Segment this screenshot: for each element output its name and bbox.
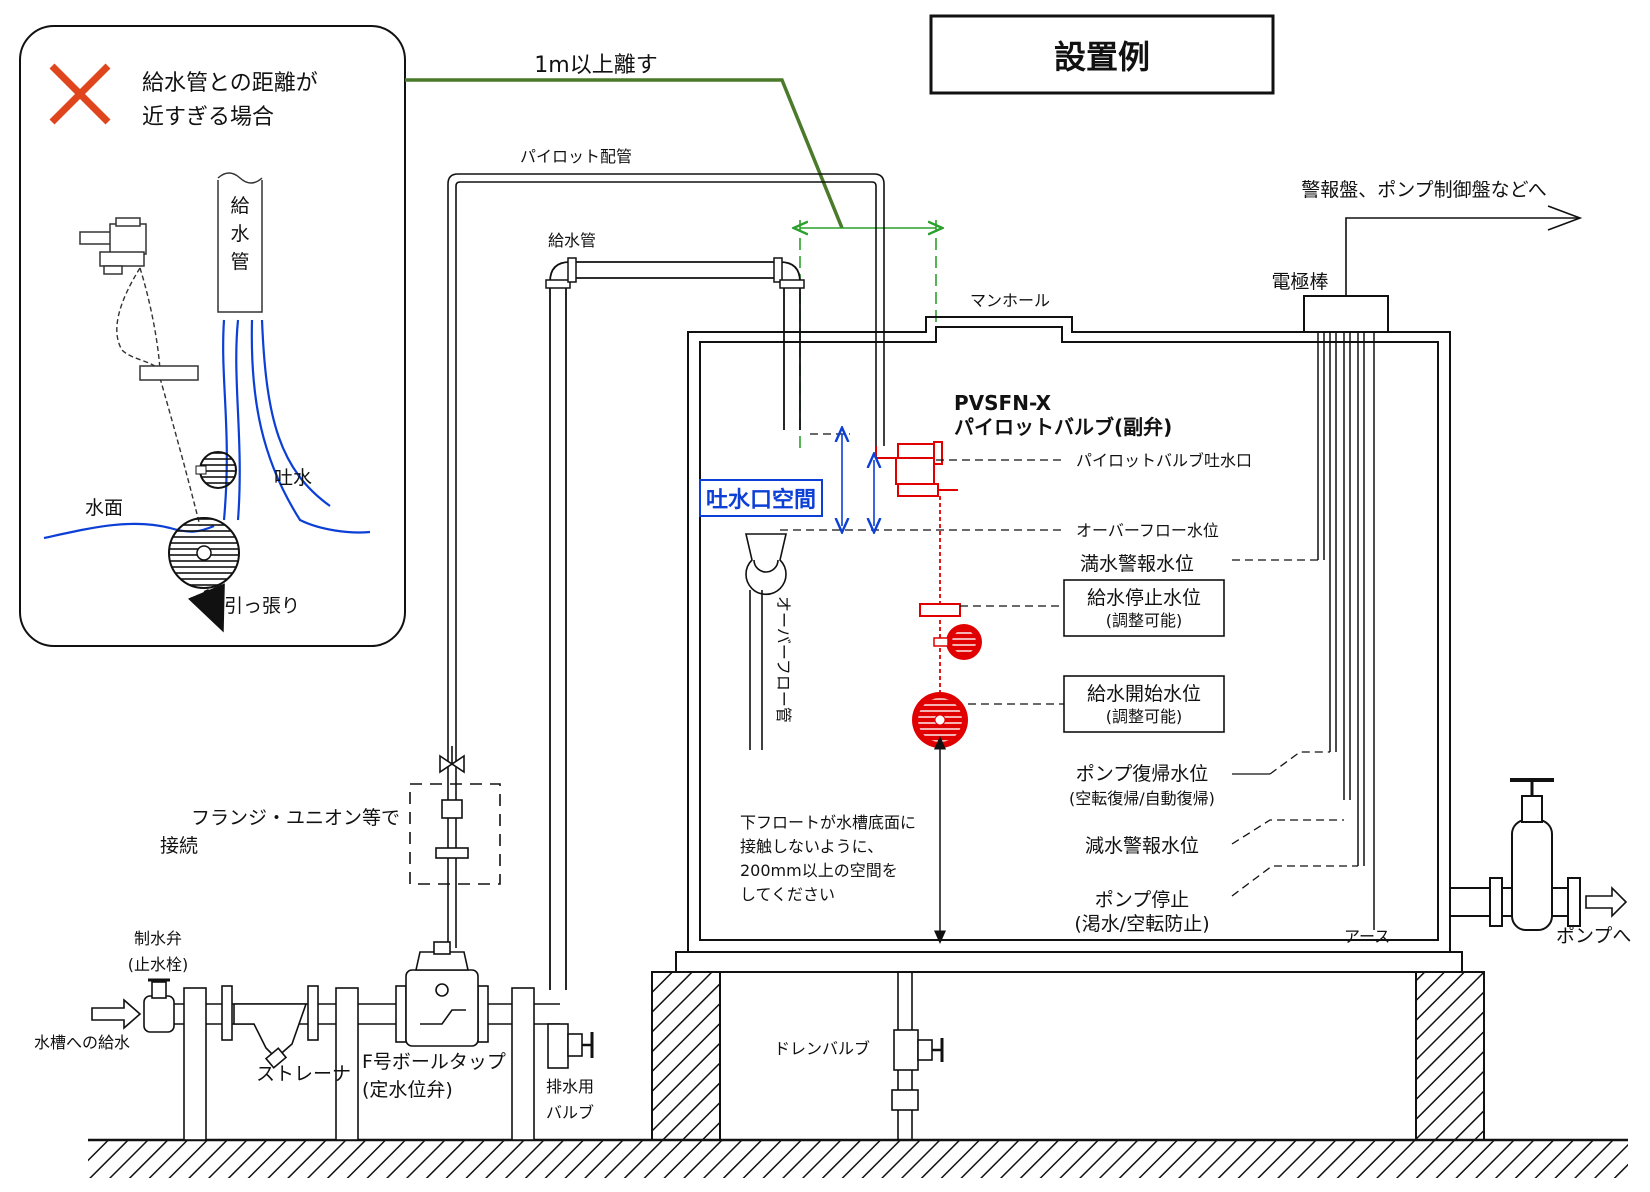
start-level-box: 給水開始水位 (調整可能) bbox=[1063, 675, 1225, 733]
inset-water-surface-label: 水面 bbox=[85, 497, 123, 519]
inset-pipe-char-2: 水 bbox=[230, 223, 249, 245]
wrong-heading-2: 近すぎる場合 bbox=[142, 105, 274, 130]
drain-valve-label-2: バルブ bbox=[546, 1103, 594, 1122]
tank-supply-label: 水槽への給水 bbox=[34, 1033, 130, 1052]
inset-pipe-char-1: 給 bbox=[230, 195, 249, 217]
float-note-3: 200mm以上の空間を bbox=[740, 861, 898, 880]
drain-valve-label: ドレンバルブ bbox=[774, 1039, 870, 1058]
pilot-valve-model: PVSFN-X bbox=[954, 391, 1052, 415]
pilot-piping-label: パイロット配管 bbox=[520, 147, 632, 166]
level-lines bbox=[780, 433, 1358, 897]
gate-valve-label-2: (止水栓) bbox=[128, 955, 189, 974]
ground bbox=[88, 1138, 1628, 1178]
inset-pull-label: 引っ張り bbox=[224, 595, 300, 617]
pilot-valve-name: パイロットバルブ(副弁) bbox=[954, 415, 1172, 439]
start-level-sub: (調整可能) bbox=[1106, 707, 1183, 726]
wrong-example-panel: 給水管との距離が 近すぎる場合 給 水 管 吐水 水面 bbox=[19, 25, 406, 647]
inset-small-float-icon bbox=[195, 451, 237, 489]
tank-base bbox=[651, 951, 1485, 1141]
float-note-4: してください bbox=[740, 885, 835, 904]
ball-tap-icon bbox=[395, 941, 489, 1047]
full-alarm-label: 満水警報水位 bbox=[1080, 553, 1194, 575]
earth-label: アース bbox=[1344, 927, 1390, 946]
pump-stop-label: ポンプ停止 bbox=[1095, 889, 1189, 911]
pilot-outlet-label: パイロットバルブ吐水口 bbox=[1076, 451, 1252, 470]
header-supports bbox=[183, 987, 535, 1141]
flange-note-2: 接続 bbox=[160, 835, 198, 857]
tank-drain bbox=[891, 972, 944, 1140]
inset-pipe-char-3: 管 bbox=[230, 251, 249, 273]
supply-pipe-label: 給水管 bbox=[548, 231, 596, 250]
manhole-label: マンホール bbox=[970, 291, 1050, 310]
alarm-destination-label: 警報盤、ポンプ制御盤などへ bbox=[1301, 179, 1546, 201]
inset-chain bbox=[116, 267, 201, 527]
ball-tap-label-2: (定水位弁) bbox=[362, 1079, 453, 1101]
float-note-2: 接触しないように、 bbox=[740, 837, 883, 856]
inset-supply-pipe: 給 水 管 bbox=[217, 172, 263, 313]
gate-valve-icon bbox=[143, 978, 175, 1033]
title: 設置例 bbox=[1054, 38, 1150, 76]
title-box: 設置例 bbox=[929, 14, 1275, 95]
overflow-pipe bbox=[744, 533, 788, 750]
outlet-pipe bbox=[1450, 778, 1581, 931]
distance-note: 1m以上離す bbox=[405, 53, 936, 452]
to-pump-label: ポンプへ bbox=[1556, 925, 1631, 947]
pull-arrow-icon bbox=[187, 583, 225, 633]
stop-level-label: 給水停止水位 bbox=[1087, 587, 1201, 609]
small-float-icon bbox=[933, 624, 982, 660]
strainer-label: ストレーナ bbox=[256, 1063, 351, 1085]
stop-level-box: 給水停止水位 (調整可能) bbox=[1063, 579, 1225, 637]
cross-icon bbox=[49, 63, 111, 125]
stop-level-sub: (調整可能) bbox=[1106, 611, 1183, 630]
supply-pipe-fittings bbox=[545, 257, 805, 289]
low-alarm-label: 減水警報水位 bbox=[1085, 835, 1199, 857]
float-note-1: 下フロートが水槽底面に bbox=[740, 813, 916, 832]
pump-reset-label: ポンプ復帰水位 bbox=[1076, 763, 1208, 785]
pilot-inline-valve-icon bbox=[435, 746, 469, 859]
flange-union-box bbox=[409, 783, 501, 885]
outlet-space-arrows bbox=[842, 434, 874, 526]
ball-tap-label-1: F号ボールタップ bbox=[362, 1051, 506, 1073]
distance-note-label: 1m以上離す bbox=[534, 53, 657, 78]
tank-supply-arrow-icon bbox=[91, 998, 142, 1030]
electrode-label: 電極棒 bbox=[1271, 271, 1328, 293]
drain-valve-small-icon bbox=[547, 1023, 594, 1069]
start-level-label: 給水開始水位 bbox=[1087, 683, 1201, 705]
pilot-pipe bbox=[447, 173, 885, 948]
to-pump-arrow-icon bbox=[1585, 886, 1628, 918]
upper-stopper-icon bbox=[919, 603, 961, 617]
electrode-rods bbox=[1303, 205, 1583, 930]
pump-reset-sub: (空転復帰/自動復帰) bbox=[1069, 789, 1215, 808]
inset-discharge-label: 吐水 bbox=[274, 467, 312, 489]
inset-main-float-icon bbox=[168, 517, 240, 589]
inset-upper-stopper bbox=[139, 365, 199, 381]
outlet-space-label: 吐水口空間 bbox=[706, 487, 816, 513]
overflow-pipe-label: オーバーフロー管 bbox=[774, 596, 793, 723]
inset-pilot-valve-icon bbox=[79, 217, 147, 275]
gate-valve-label-1: 制水弁 bbox=[134, 929, 182, 948]
pilot-valve-icon bbox=[875, 441, 958, 497]
drain-valve-label-1: 排水用 bbox=[546, 1077, 594, 1096]
strainer-icon bbox=[221, 985, 319, 1069]
main-float-icon bbox=[912, 692, 968, 748]
overflow-level-label: オーバーフロー水位 bbox=[1076, 521, 1219, 540]
pump-stop-sub: (渇水/空転防止) bbox=[1074, 913, 1209, 935]
outlet-space-box: 吐水口空間 bbox=[699, 479, 823, 517]
flange-note-1: フランジ・ユニオン等で bbox=[191, 807, 400, 829]
wrong-heading-1: 給水管との距離が bbox=[142, 71, 318, 96]
